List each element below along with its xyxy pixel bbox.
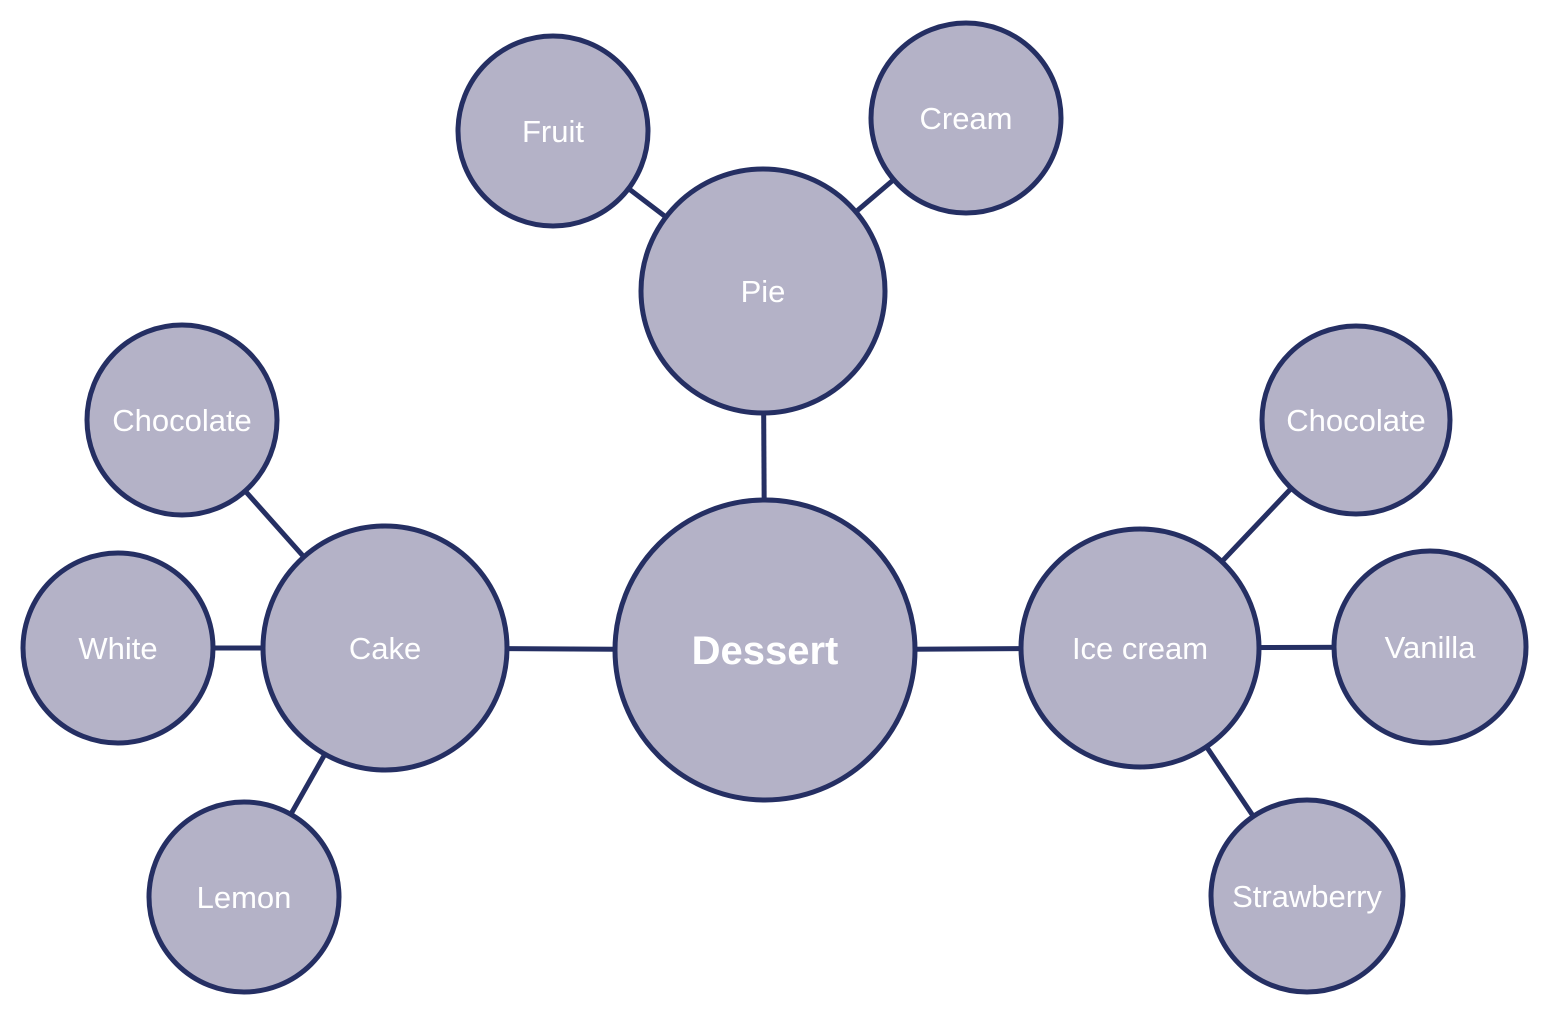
ice-cream-chocolate-label: Chocolate	[1286, 403, 1426, 438]
cake-circle	[260, 523, 510, 773]
node-ice-cream-chocolate: Chocolate	[1259, 323, 1453, 517]
dessert-label: Dessert	[692, 629, 839, 673]
pie-circle	[638, 166, 888, 416]
node-cream: Cream	[868, 20, 1064, 216]
white-label: White	[78, 631, 157, 666]
node-cake: Cake	[260, 523, 510, 773]
node-white: White	[20, 550, 216, 746]
lemon-label: Lemon	[197, 880, 292, 915]
node-vanilla: Vanilla	[1331, 548, 1529, 746]
cream-circle	[868, 20, 1064, 216]
cake-chocolate-circle	[84, 322, 280, 518]
dessert-circle	[612, 497, 918, 803]
node-dessert: Dessert	[612, 497, 918, 803]
cream-label: Cream	[919, 101, 1012, 136]
vanilla-label: Vanilla	[1385, 630, 1477, 665]
vanilla-circle	[1331, 548, 1529, 746]
pie-label: Pie	[741, 274, 786, 309]
node-lemon: Lemon	[146, 799, 342, 995]
cake-chocolate-label: Chocolate	[112, 403, 252, 438]
white-circle	[20, 550, 216, 746]
ice-cream-circle	[1018, 526, 1262, 770]
node-pie: Pie	[638, 166, 888, 416]
fruit-circle	[455, 33, 651, 229]
node-strawberry: Strawberry	[1208, 797, 1406, 995]
node-ice-cream: Ice cream	[1018, 526, 1262, 770]
strawberry-circle	[1208, 797, 1406, 995]
fruit-label: Fruit	[522, 114, 584, 149]
node-fruit: Fruit	[455, 33, 651, 229]
node-cake-chocolate: Chocolate	[84, 322, 280, 518]
ice-cream-chocolate-circle	[1259, 323, 1453, 517]
lemon-circle	[146, 799, 342, 995]
strawberry-label: Strawberry	[1232, 879, 1382, 914]
ice-cream-label: Ice cream	[1072, 631, 1208, 666]
cake-label: Cake	[349, 631, 421, 666]
